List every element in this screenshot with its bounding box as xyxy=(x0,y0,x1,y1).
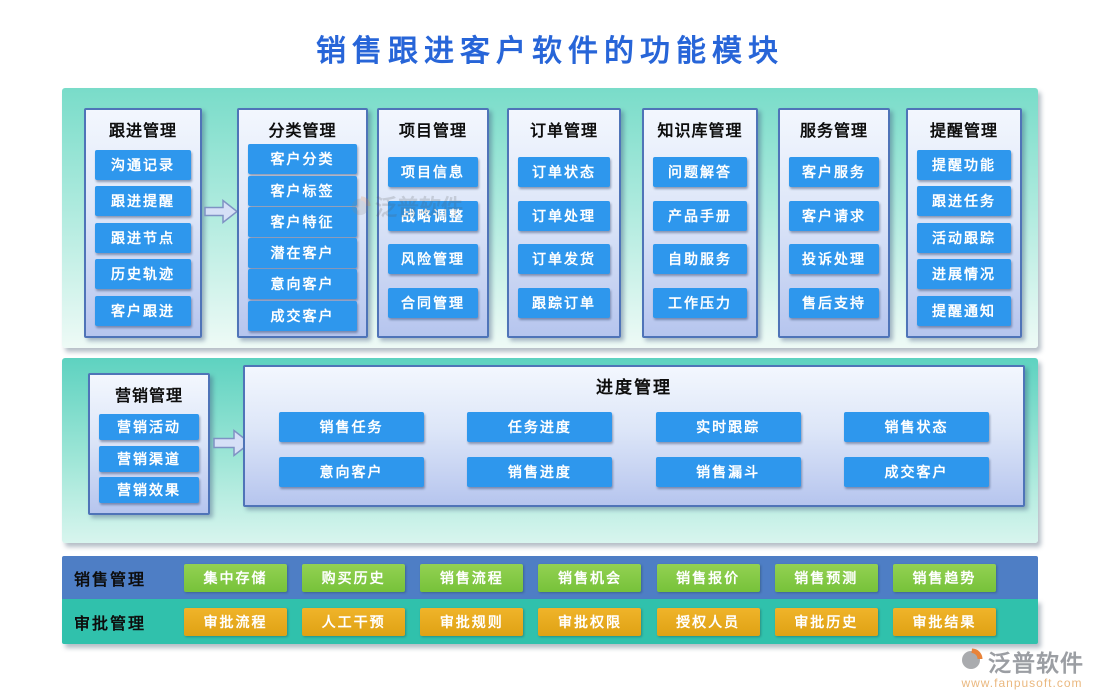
card-item-list: 问题解答 产品手册 自助服务 工作压力 xyxy=(644,141,756,336)
module-item-button[interactable]: 营销效果 xyxy=(99,477,199,504)
module-item-button[interactable]: 订单处理 xyxy=(518,200,610,231)
module-item-button[interactable]: 客户服务 xyxy=(789,156,879,187)
module-card-order-management: 订单管理 订单状态 订单处理 订单发货 跟踪订单 xyxy=(507,108,621,338)
card-title: 项目管理 xyxy=(398,123,467,140)
module-item-button[interactable]: 提醒通知 xyxy=(917,295,1011,326)
module-item-button[interactable]: 跟踪订单 xyxy=(518,288,610,319)
module-item-button[interactable]: 进展情况 xyxy=(917,259,1011,289)
module-item-button[interactable]: 历史轨迹 xyxy=(95,259,191,289)
card-item-list: 营销活动 营销渠道 营销效果 xyxy=(90,406,208,513)
module-item-button[interactable]: 意向客户 xyxy=(248,269,357,300)
module-item-button[interactable]: 跟进节点 xyxy=(95,222,191,253)
module-item-button[interactable]: 客户跟进 xyxy=(95,295,191,326)
fanpu-logo-icon xyxy=(960,647,984,676)
module-card-classification-management: 分类管理 客户分类 客户标签 客户特征 潜在客户 意向客户 成交客户 xyxy=(237,108,368,338)
module-item-button[interactable]: 订单发货 xyxy=(518,244,610,275)
module-item-button[interactable]: 问题解答 xyxy=(653,156,747,187)
module-item-button[interactable]: 订单状态 xyxy=(518,156,610,187)
sales-item-button[interactable]: 集中存储 xyxy=(184,563,287,592)
module-item-button[interactable]: 客户特征 xyxy=(248,206,357,237)
progress-item-button[interactable]: 销售进度 xyxy=(467,457,613,487)
progress-item-button[interactable]: 销售任务 xyxy=(279,412,424,442)
approval-item-button[interactable]: 人工干预 xyxy=(302,607,406,636)
module-card-follow-up-management: 跟进管理 沟通记录 跟进提醒 跟进节点 历史轨迹 客户跟进 xyxy=(84,108,202,338)
brand-url: www.fanpusoft.com xyxy=(961,676,1083,690)
row-item-list: 集中存储 购买历史 销售流程 销售机会 销售报价 销售预测 销售趋势 xyxy=(184,563,996,592)
card-item-list: 订单状态 订单处理 订单发货 跟踪订单 xyxy=(509,141,619,336)
footer-brand: 泛普软件 www.fanpusoft.com xyxy=(960,644,1084,690)
progress-button-grid: 销售任务 任务进度 实时跟踪 销售状态 意向客户 销售进度 销售漏斗 成交客户 xyxy=(245,398,1023,487)
card-title: 分类管理 xyxy=(268,123,337,140)
card-item-list: 项目信息 战略调整 风险管理 合同管理 xyxy=(379,141,487,336)
card-title: 服务管理 xyxy=(799,123,868,140)
approval-management-row: 审批管理 审批流程 人工干预 审批规则 审批权限 授权人员 审批历史 审批结果 xyxy=(62,599,1038,644)
module-card-service-management: 服务管理 客户服务 客户请求 投诉处理 售后支持 xyxy=(778,108,890,338)
module-item-button[interactable]: 成交客户 xyxy=(248,300,357,331)
module-item-button[interactable]: 客户请求 xyxy=(789,200,879,231)
module-item-button[interactable]: 营销渠道 xyxy=(99,445,199,472)
approval-item-button[interactable]: 审批历史 xyxy=(774,607,878,636)
module-item-button[interactable]: 工作压力 xyxy=(653,288,747,319)
module-item-button[interactable]: 合同管理 xyxy=(388,288,478,319)
sales-item-button[interactable]: 购买历史 xyxy=(302,563,406,592)
card-title: 跟进管理 xyxy=(108,123,177,140)
sales-item-button[interactable]: 销售报价 xyxy=(656,563,760,592)
module-item-button[interactable]: 跟进任务 xyxy=(917,186,1011,216)
card-item-list: 客户服务 客户请求 投诉处理 售后支持 xyxy=(780,141,888,336)
approval-item-button[interactable]: 审批权限 xyxy=(538,607,642,636)
top-modules-section: 跟进管理 沟通记录 跟进提醒 跟进节点 历史轨迹 客户跟进 分类管理 客户分类 … xyxy=(62,88,1038,348)
module-item-button[interactable]: 客户标签 xyxy=(248,175,357,206)
sales-item-button[interactable]: 销售流程 xyxy=(420,563,524,592)
module-item-button[interactable]: 自助服务 xyxy=(653,244,747,275)
progress-item-button[interactable]: 成交客户 xyxy=(843,457,989,487)
module-item-button[interactable]: 潜在客户 xyxy=(248,238,357,269)
module-card-reminder-management: 提醒管理 提醒功能 跟进任务 活动跟踪 进展情况 提醒通知 xyxy=(906,108,1022,338)
card-title: 订单管理 xyxy=(529,123,598,140)
module-item-button[interactable]: 沟通记录 xyxy=(95,149,191,180)
progress-item-button[interactable]: 销售状态 xyxy=(843,412,989,442)
card-title: 营销管理 xyxy=(114,388,183,405)
approval-item-button[interactable]: 审批流程 xyxy=(184,607,287,636)
module-item-button[interactable]: 客户分类 xyxy=(248,144,357,175)
right-arrow-icon xyxy=(212,428,252,463)
row-item-list: 审批流程 人工干预 审批规则 审批权限 授权人员 审批历史 审批结果 xyxy=(184,607,996,636)
page-title: 销售跟进客户软件的功能模块 xyxy=(316,35,784,68)
sales-item-button[interactable]: 销售机会 xyxy=(538,563,642,592)
sales-item-button[interactable]: 销售预测 xyxy=(774,563,878,592)
module-item-button[interactable]: 产品手册 xyxy=(653,200,747,231)
module-item-button[interactable]: 营销活动 xyxy=(99,413,199,440)
module-item-button[interactable]: 战略调整 xyxy=(388,200,478,231)
module-item-button[interactable]: 提醒功能 xyxy=(917,149,1011,180)
approval-item-button[interactable]: 授权人员 xyxy=(656,607,760,636)
module-item-button[interactable]: 跟进提醒 xyxy=(95,186,191,216)
card-item-list: 沟通记录 跟进提醒 跟进节点 历史轨迹 客户跟进 xyxy=(86,141,200,336)
module-item-button[interactable]: 风险管理 xyxy=(388,244,478,275)
approval-item-button[interactable]: 审批规则 xyxy=(420,607,524,636)
progress-item-button[interactable]: 实时跟踪 xyxy=(655,412,801,442)
sales-item-button[interactable]: 销售趋势 xyxy=(892,563,996,592)
right-arrow-icon xyxy=(203,198,239,230)
card-title: 提醒管理 xyxy=(929,123,998,140)
module-card-knowledge-base-management: 知识库管理 问题解答 产品手册 自助服务 工作压力 xyxy=(642,108,758,338)
card-title: 知识库管理 xyxy=(657,123,743,140)
sales-management-row: 销售管理 集中存储 购买历史 销售流程 销售机会 销售报价 销售预测 销售趋势 xyxy=(62,556,1038,599)
middle-section: 营销管理 营销活动 营销渠道 营销效果 进度管理 销售任务 任务进度 实时跟踪 … xyxy=(62,358,1038,543)
module-item-button[interactable]: 项目信息 xyxy=(388,156,478,187)
card-item-list: 提醒功能 跟进任务 活动跟踪 进展情况 提醒通知 xyxy=(908,141,1020,336)
card-item-list: 客户分类 客户标签 客户特征 潜在客户 意向客户 成交客户 xyxy=(239,141,366,336)
approval-item-button[interactable]: 审批结果 xyxy=(892,607,996,636)
module-card-project-management: 项目管理 项目信息 战略调整 风险管理 合同管理 xyxy=(377,108,489,338)
brand-name: 泛普软件 xyxy=(988,651,1084,676)
progress-item-button[interactable]: 任务进度 xyxy=(467,412,613,442)
module-item-button[interactable]: 投诉处理 xyxy=(789,244,879,275)
module-item-button[interactable]: 售后支持 xyxy=(789,288,879,319)
panel-title: 进度管理 xyxy=(596,378,672,397)
module-item-button[interactable]: 活动跟踪 xyxy=(917,222,1011,253)
progress-management-panel: 进度管理 销售任务 任务进度 实时跟踪 销售状态 意向客户 销售进度 销售漏斗 … xyxy=(243,365,1025,507)
module-card-marketing-management: 营销管理 营销活动 营销渠道 营销效果 xyxy=(88,373,210,515)
row-label: 审批管理 xyxy=(74,615,147,633)
row-label: 销售管理 xyxy=(74,571,147,589)
progress-item-button[interactable]: 销售漏斗 xyxy=(655,457,801,487)
progress-item-button[interactable]: 意向客户 xyxy=(279,457,424,487)
